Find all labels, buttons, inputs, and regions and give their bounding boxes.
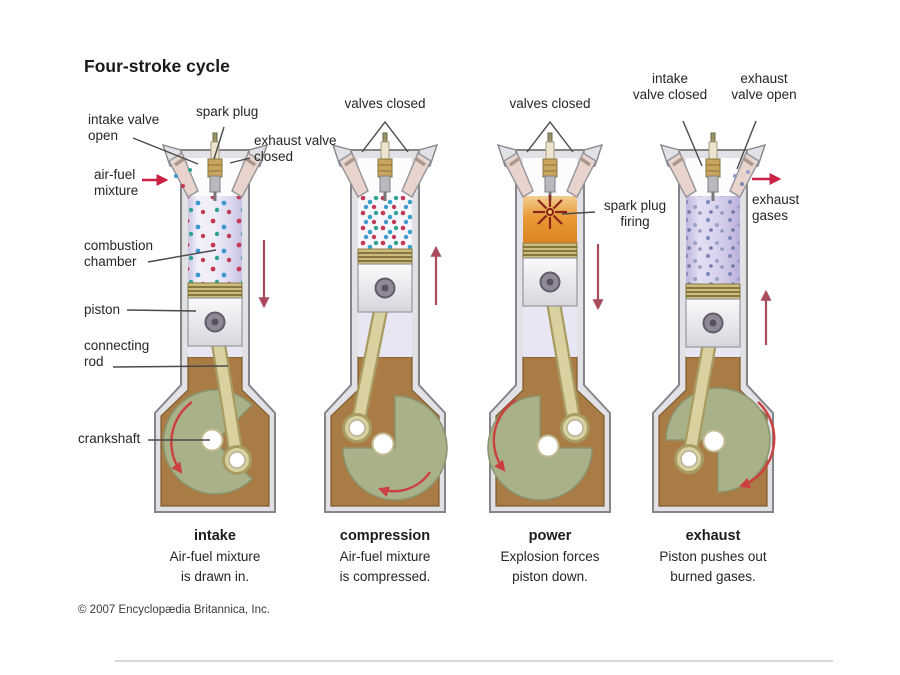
label-line: crankshaft bbox=[78, 431, 141, 446]
label-crankshaft: crankshaft bbox=[78, 431, 140, 447]
exhaust-valve-closed-pointer bbox=[229, 157, 251, 164]
engine-intake bbox=[142, 132, 276, 513]
connecting-rod-pointer bbox=[112, 365, 229, 368]
label-valves-closed-power: valves closed bbox=[500, 96, 600, 112]
valves-closed-pointer bbox=[361, 120, 409, 153]
crank-pin bbox=[228, 451, 246, 469]
label-line: chamber bbox=[84, 253, 137, 269]
label-intake-valve-open: intake valve open bbox=[88, 112, 159, 143]
exhaust-valve-open-pointer bbox=[736, 120, 757, 170]
spark-plug-firing-pointer bbox=[561, 211, 596, 215]
stroke-desc-line: burned gases. bbox=[670, 568, 756, 584]
stroke-desc-line: Air-fuel mixture bbox=[169, 549, 261, 564]
label-valves-closed-compression: valves closed bbox=[335, 96, 435, 112]
burned-gas-dots bbox=[686, 196, 740, 284]
figure-title: Four-stroke cycle bbox=[84, 56, 230, 76]
label-line: connecting bbox=[84, 338, 150, 353]
label-line: intake valve bbox=[88, 112, 160, 127]
crank-pin bbox=[348, 419, 366, 437]
stroke-name: intake bbox=[194, 528, 236, 544]
label-line: valve open bbox=[731, 86, 797, 102]
engine-compression bbox=[324, 120, 448, 513]
intake-valve-open-pointer bbox=[132, 137, 199, 165]
label-exhaust-valve-closed: exhaust valve closed bbox=[254, 133, 337, 164]
label-intake-valve-closed: intake valve closed bbox=[624, 71, 716, 102]
rotation-arrow bbox=[377, 471, 431, 497]
label-line: exhaust valve bbox=[254, 133, 337, 148]
explosion-star bbox=[533, 195, 567, 229]
crankshaft-journal bbox=[702, 429, 726, 453]
air-fuel-mixture-dots bbox=[188, 196, 242, 283]
label-line: mixture bbox=[94, 182, 139, 198]
label-line: valves closed bbox=[509, 96, 591, 111]
callout-pointers bbox=[112, 126, 251, 441]
label-line: open bbox=[88, 127, 119, 143]
compressed-mixture-dots bbox=[358, 196, 412, 249]
label-line: exhaust bbox=[752, 192, 800, 207]
crankshaft-journal bbox=[536, 434, 560, 458]
label-line: exhaust bbox=[740, 71, 788, 86]
crankshaft-journal bbox=[371, 432, 395, 456]
label-line: firing bbox=[620, 213, 650, 229]
label-line: valves closed bbox=[344, 96, 426, 111]
label-spark-plug: spark plug bbox=[196, 104, 258, 120]
caption-exhaust: exhaust Piston pushes out burned gases. bbox=[638, 528, 788, 586]
combustion-chamber-pointer bbox=[147, 249, 217, 263]
label-line: rod bbox=[84, 353, 104, 369]
stroke-desc-line: is compressed. bbox=[339, 568, 431, 584]
label-line: spark plug bbox=[603, 198, 667, 213]
stroke-name: exhaust bbox=[685, 528, 741, 544]
label-line: spark plug bbox=[196, 104, 259, 119]
label-connecting-rod: connecting rod bbox=[84, 338, 149, 369]
piston-pointer bbox=[126, 309, 197, 312]
label-line: combustion bbox=[84, 238, 154, 253]
caption-intake: intake Air-fuel mixture is drawn in. bbox=[140, 528, 290, 586]
label-exhaust-valve-open: exhaust valve open bbox=[718, 71, 810, 102]
label-combustion-chamber: combustion chamber bbox=[84, 238, 153, 269]
valves-closed-pointer bbox=[526, 120, 574, 153]
crank-disc bbox=[342, 395, 448, 501]
engine-exhaust bbox=[652, 120, 782, 513]
caption-compression: compression Air-fuel mixture is compress… bbox=[310, 528, 460, 586]
caption-power: power Explosion forces piston down. bbox=[475, 528, 625, 586]
stroke-name: power bbox=[528, 528, 572, 544]
stroke-name: compression bbox=[339, 528, 431, 544]
spark-plug-pointer bbox=[213, 126, 225, 160]
intake-valve-closed-pointer bbox=[682, 120, 703, 167]
stroke-desc-line: is drawn in. bbox=[180, 568, 250, 584]
label-spark-plug-firing: spark plug firing bbox=[595, 198, 675, 229]
label-line: air-fuel bbox=[94, 167, 136, 182]
label-line: gases bbox=[752, 207, 789, 223]
stroke-desc-line: Air-fuel mixture bbox=[339, 549, 431, 564]
label-line: closed bbox=[254, 148, 294, 164]
engine-power bbox=[487, 120, 611, 513]
label-exhaust-gases: exhaust gases bbox=[752, 192, 799, 223]
label-line: piston bbox=[84, 302, 121, 317]
bottom-divider bbox=[115, 660, 833, 662]
label-line: valve closed bbox=[632, 86, 708, 102]
rotation-arrow bbox=[170, 401, 193, 474]
rotation-arrow bbox=[492, 398, 517, 472]
crank-pin bbox=[566, 419, 584, 437]
label-piston: piston bbox=[84, 302, 120, 318]
stroke-desc-line: piston down. bbox=[512, 568, 588, 584]
label-line: intake bbox=[651, 71, 689, 86]
crank-pin bbox=[680, 450, 698, 468]
stroke-desc-line: Piston pushes out bbox=[659, 549, 767, 564]
copyright-line: © 2007 Encyclopædia Britannica, Inc. bbox=[78, 604, 270, 616]
stroke-desc-line: Explosion forces bbox=[500, 549, 600, 564]
rotation-arrow bbox=[738, 401, 776, 489]
label-air-fuel-mixture: air-fuel mixture bbox=[94, 167, 138, 198]
